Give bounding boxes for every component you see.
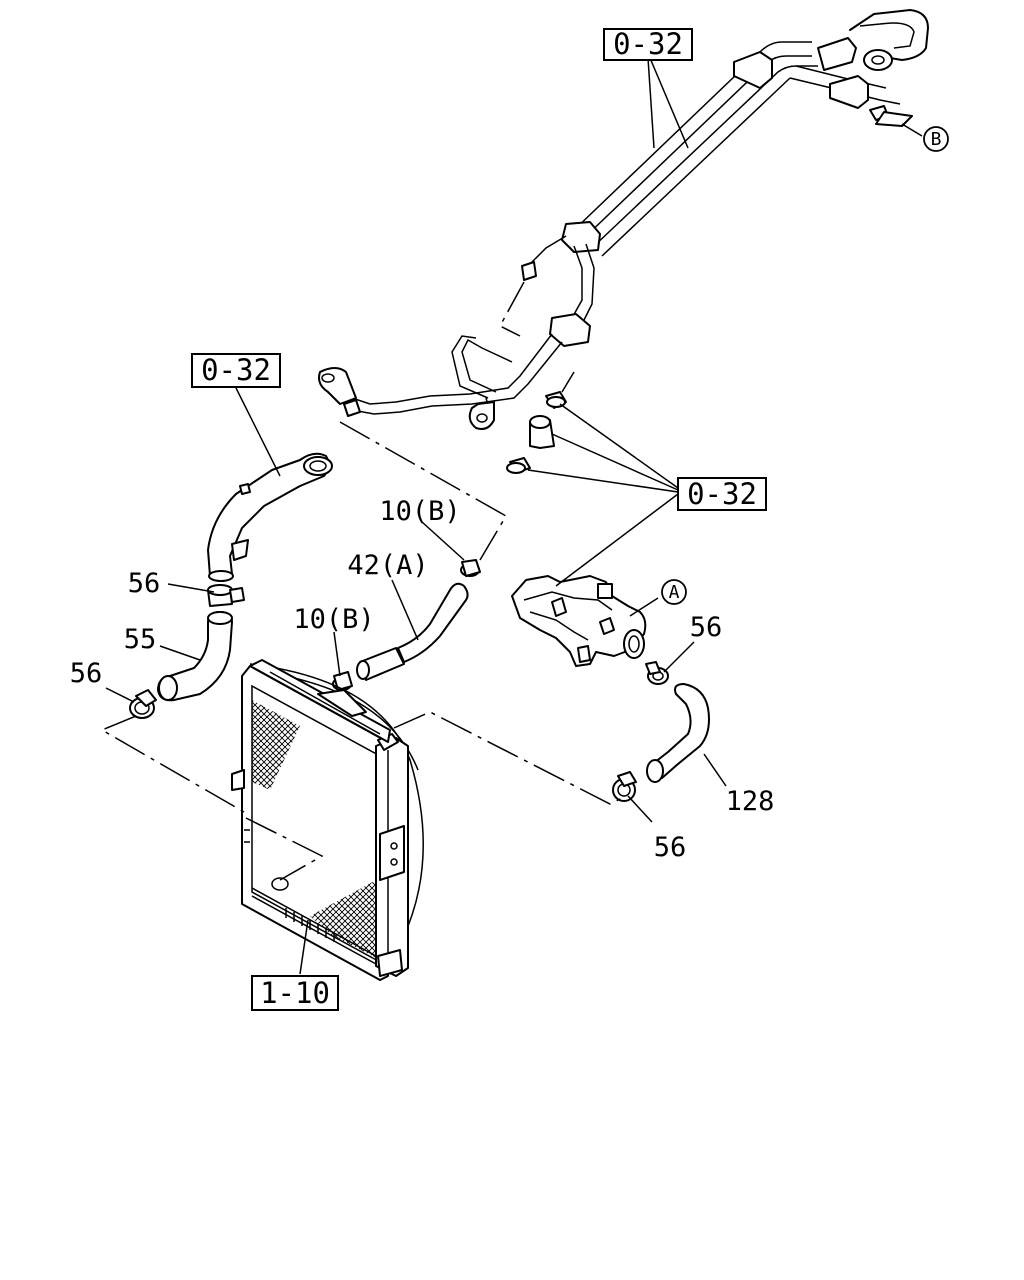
ref-box-top[interactable]: 0-32 (603, 27, 693, 61)
connection-lines (100, 57, 923, 975)
label-42a: 42(A) (347, 550, 428, 581)
label-128: 128 (726, 786, 775, 817)
hose-clamp-56-lower-left (129, 689, 157, 719)
label-10b-upper: 10(B) (379, 496, 460, 527)
hose-clamp-10b-lower (332, 671, 353, 691)
marker-a: A (661, 579, 687, 605)
water-outlet-housing (511, 575, 647, 667)
label-55: 55 (124, 624, 157, 655)
ref-box-right[interactable]: 0-32 (677, 477, 767, 511)
label-56-right-lower: 56 (654, 832, 687, 863)
hose-55 (157, 611, 233, 702)
ref-box-left[interactable]: 0-32 (191, 353, 281, 388)
hose-clamp-56-right-lower (612, 771, 637, 802)
coolant-pipe-assembly (318, 9, 929, 474)
hose-clamp-56-upper-left (207, 584, 245, 607)
upper-outlet-pipe (207, 452, 333, 582)
marker-b-text: B (931, 129, 942, 150)
label-56-upper-left: 56 (128, 568, 161, 599)
ref-left-text: 0-32 (201, 353, 271, 387)
marker-b: B (923, 126, 949, 152)
label-10b-lower: 10(B) (293, 604, 374, 635)
hose-128 (646, 683, 710, 783)
ref-right-text: 0-32 (687, 477, 757, 511)
ref-radiator-text: 1-10 (260, 976, 330, 1010)
radiator-bottom-fins (251, 887, 377, 965)
ref-top-text: 0-32 (613, 27, 683, 61)
hose-42a (356, 582, 469, 681)
label-56-right-upper: 56 (690, 612, 723, 643)
marker-a-text: A (669, 582, 680, 603)
label-56-lower-left: 56 (70, 658, 103, 689)
ref-box-radiator[interactable]: 1-10 (251, 975, 339, 1011)
radiator-assembly (231, 659, 424, 981)
hose-clamp-56-right-upper (645, 661, 669, 685)
hose-clamp-10b-upper (460, 559, 481, 577)
